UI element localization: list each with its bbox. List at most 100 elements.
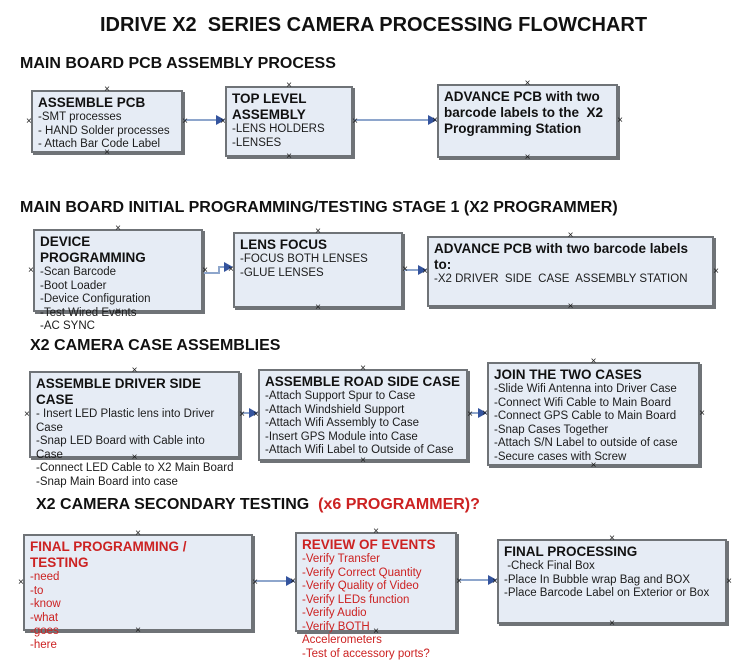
connection-handle-icon: × [104,147,110,158]
connection-handle-icon: × [609,533,615,544]
flow-box-final-programming-testing[interactable]: FINAL PROGRAMMING / TESTING -need -to -k… [18,529,258,651]
flow-box-join-the-two-cases[interactable]: JOIN THE TWO CASES -Slide Wifi Antenna i… [482,357,705,471]
box-title: FINAL PROGRAMMING / TESTING [30,539,191,570]
box-title: REVIEW OF EVENTS [302,537,436,552]
section-heading-text: MAIN BOARD PCB ASSEMBLY PROCESS [20,55,336,72]
connection-handle-icon: × [567,301,574,312]
box-item: -Verify BOTH Accelerometers [302,620,382,647]
connection-handle-icon: × [24,408,30,420]
connection-handle-icon: × [182,115,188,127]
box-item: -Attach Wifi Label to Outside of Case [265,444,454,456]
connection-handle-icon: × [432,115,438,126]
box-item: -Attach Support Spur to Case [265,390,416,402]
box-item: -Insert GPS Module into Case [265,430,418,443]
box-item: -Verify Transfer [302,553,380,565]
connection-handle-icon: × [286,80,292,91]
arrowhead-icon [249,408,258,418]
section-heading-initial-programming: MAIN BOARD INITIAL PROGRAMMING/TESTING S… [20,199,618,217]
box-item: -AC SYNC [40,320,95,332]
connection-handle-icon: × [524,78,531,89]
box-item: -Attach Wifi Assembly to Case [265,417,420,429]
connection-handle-icon: × [590,460,597,471]
box-item: -Connect LED Cable to X2 Main Board [36,462,234,474]
box-item: -Device Configuration [40,293,151,305]
box-item: -Snap Cases Together [494,423,609,436]
section-heading-suffix: (x6 PROGRAMMER)? [313,496,480,513]
connection-handle-icon: × [239,408,245,420]
box-item: -Secure cases with Screw [494,450,627,463]
page-title: IDRIVE X2 SERIES CAMERA PROCESSING FLOWC… [99,14,648,36]
box-item: - HAND Solder processes [38,124,170,137]
section-heading-case-assemblies: X2 CAMERA CASE ASSEMBLIES [30,337,280,355]
connection-handle-icon: × [18,576,24,588]
box-item: -X2 DRIVER SIDE CASE ASSEMBLY STATION [434,273,688,285]
box-item: -Verify Audio [302,607,367,619]
section-heading-secondary-testing: X2 CAMERA SECONDARY TESTING (x6 PROGRAMM… [36,496,480,514]
connection-handle-icon: × [373,626,379,637]
box-title: LENS FOCUS [240,237,328,252]
connection-handle-icon: × [220,115,226,127]
connection-handle-icon: × [492,575,498,587]
flow-box-top-level-assembly[interactable]: TOP LEVEL ASSEMBLY -LENS HOLDERS -LENSES… [220,81,358,162]
box-title: DEVICE PROGRAMMING [40,234,146,265]
flow-box-lens-focus[interactable]: LENS FOCUS -FOCUS BOTH LENSES -GLUE LENS… [228,227,408,313]
connection-handle-icon: × [253,409,259,420]
box-item: -Place Barcode Label on Exterior or Box [504,587,710,599]
box-item: -Place In Bubble wrap Bag and BOX [504,573,691,586]
flow-box-device-programming[interactable]: DEVICE PROGRAMMING -Scan Barcode -Boot L… [28,224,208,333]
connection-handle-icon: × [28,264,34,276]
box-title: FINAL PROCESSING [504,544,638,559]
arrowhead-icon [418,265,427,275]
connection-handle-icon: × [26,115,32,127]
connection-handle-icon: × [202,264,208,276]
flow-box-review-of-events[interactable]: REVIEW OF EVENTS -Verify Transfer -Verif… [290,527,462,660]
box-item: -to [30,584,44,597]
connection-handle-icon: × [135,528,141,539]
box-item: -LENSES [232,136,282,149]
flow-box-advance-pcb-programming-station[interactable]: ADVANCE PCB with two barcode labels to t… [432,79,623,163]
box-item: -know [30,598,61,610]
box-item: - Attach Bar Code Label [38,138,161,150]
flow-box-advance-pcb-driver-side[interactable]: ADVANCE PCB with two barcode labels to: … [422,231,719,312]
connection-handle-icon: × [131,452,138,463]
connection-handle-icon: × [456,576,462,587]
box-item: -Check Final Box [504,560,595,572]
box-item: -Boot Loader [40,279,107,292]
box-item: -Snap Main Board into case [36,475,178,488]
flow-box-final-processing[interactable]: FINAL PROCESSING -Check Final Box -Place… [492,534,732,629]
connection-handle-icon: × [252,576,258,588]
box-item: -need [30,571,60,583]
box-item: -Test Wired Events [40,306,137,319]
box-item: -Test of accessory ports? [302,647,430,660]
box-item: -Connect GPS Cable to Main Board [494,410,677,422]
section-heading-text: X2 CAMERA SECONDARY TESTING [36,496,314,513]
arrowhead-icon [488,575,497,585]
connection-handle-icon: × [373,526,379,537]
box-item: -GLUE LENSES [240,266,324,279]
flow-box-assemble-road-side-case[interactable]: ASSEMBLE ROAD SIDE CASE -Attach Support … [253,364,473,466]
section-heading-text: X2 CAMERA CASE ASSEMBLIES [30,337,281,354]
box-title: ASSEMBLE PCB [38,95,146,110]
connection-handle-icon: × [286,151,292,162]
connection-handle-icon: × [726,575,732,587]
box-item: -goes [30,625,59,637]
connection-handle-icon: × [567,230,574,241]
box-item: -Snap LED Board with Cable into Case [36,435,208,461]
connection-handle-icon: × [402,264,408,275]
connection-handle-icon: × [228,264,234,275]
connection-handle-icon: × [315,226,321,237]
connection-handle-icon: × [131,365,138,376]
flow-box-assemble-pcb[interactable]: ASSEMBLE PCB -SMT processes - HAND Solde… [26,85,188,158]
arrowhead-icon [216,115,225,125]
arrowhead-icon [478,408,487,418]
connection-handle-icon: × [617,115,623,126]
connection-handle-icon: × [467,409,473,420]
connection-handle-icon: × [590,356,597,367]
connection-handle-icon: × [135,625,141,636]
box-title: JOIN THE TWO CASES [494,367,642,382]
connection-handle-icon: × [482,408,488,419]
box-title: ASSEMBLE ROAD SIDE CASE [265,374,461,389]
section-heading-pcb-assembly: MAIN BOARD PCB ASSEMBLY PROCESS [20,55,336,73]
connection-handle-icon: × [524,152,531,163]
flow-box-assemble-driver-side-case[interactable]: ASSEMBLE DRIVER SIDE CASE - Insert LED P… [24,366,245,488]
